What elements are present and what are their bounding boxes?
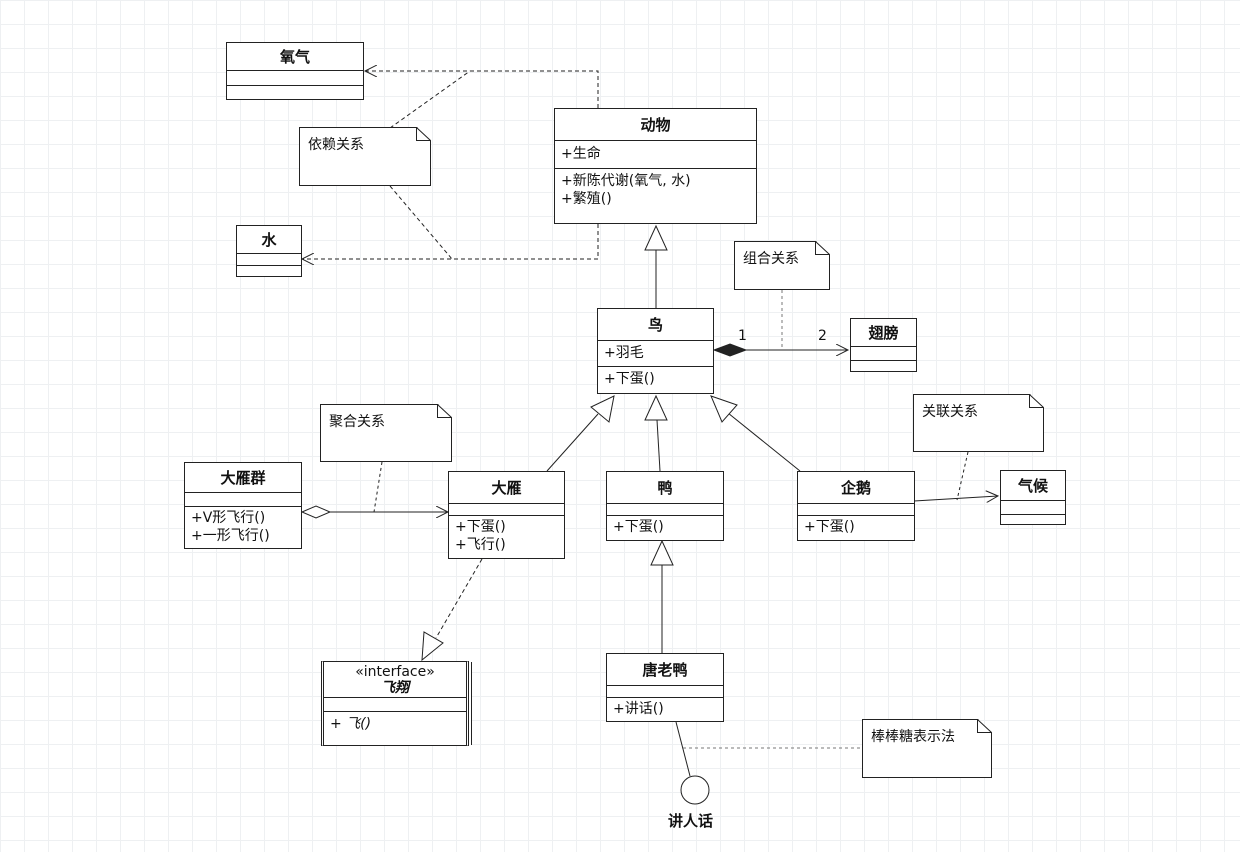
dependency-line-oxygen	[365, 71, 599, 108]
class-name: 动物	[555, 109, 756, 141]
class-name: 鸭	[607, 472, 723, 504]
aggregation-diamond	[300, 505, 332, 519]
generalization-arrowhead	[644, 224, 668, 251]
interface-name: 飞翔	[381, 679, 409, 696]
class-wing[interactable]: 翅膀	[850, 318, 917, 372]
class-name: 氧气	[227, 43, 363, 71]
generalization-goose-bird	[546, 413, 599, 472]
operations: +下蛋()	[613, 519, 664, 535]
class-name: 水	[237, 226, 301, 254]
class-animal[interactable]: 动物 +生命 +新陈代谢(氧气, 水) +繁殖()	[554, 108, 757, 224]
class-donald-duck[interactable]: 唐老鸭 +讲话()	[606, 653, 724, 722]
operations: + 飞()	[330, 716, 372, 732]
aggregation-note-anchor	[373, 461, 383, 513]
class-name: 鸟	[598, 309, 713, 341]
lollipop-stem	[675, 721, 691, 777]
attributes: +生命	[555, 141, 756, 169]
realization-line	[435, 558, 483, 639]
association-line	[913, 496, 998, 501]
class-duck[interactable]: 鸭 +下蛋()	[606, 471, 724, 541]
lollipop-interface-circle	[680, 775, 710, 805]
class-name: 大雁	[449, 472, 564, 504]
dependency-note-anchor-bottom	[389, 185, 453, 260]
class-name: 企鹅	[798, 472, 914, 504]
note-dependency: 依赖关系	[299, 127, 431, 186]
class-name: 气候	[1001, 471, 1065, 501]
interface-stereotype: «interface»	[355, 663, 435, 680]
class-water[interactable]: 水	[236, 225, 302, 277]
operations: +下蛋()	[804, 519, 855, 535]
multiplicity-wing: 2	[818, 328, 827, 344]
note-aggregation: 聚合关系	[320, 404, 452, 462]
operations: +讲话()	[613, 701, 664, 717]
class-penguin[interactable]: 企鹅 +下蛋()	[797, 471, 915, 541]
dependency-note-anchor-top	[389, 70, 471, 129]
class-name: 翅膀	[851, 319, 916, 347]
association-note-anchor	[956, 451, 969, 501]
operations: +下蛋()	[604, 371, 655, 387]
note-composition: 组合关系	[734, 241, 830, 290]
multiplicity-bird: 1	[738, 328, 747, 344]
note-lollipop: 棒棒糖表示法	[862, 719, 992, 778]
lollipop-interface-label: 讲人话	[668, 812, 714, 830]
operations: +新陈代谢(氧气, 水) +繁殖()	[561, 173, 691, 207]
class-name: 唐老鸭	[607, 654, 723, 686]
class-oxygen[interactable]: 氧气	[226, 42, 364, 100]
operations: +下蛋() +飞行()	[455, 519, 506, 553]
class-bird[interactable]: 鸟 +羽毛 +下蛋()	[597, 308, 714, 394]
generalization-penguin-bird	[727, 412, 801, 472]
realization-arrowhead	[421, 631, 444, 662]
operations: +V形飞行() +一形飞行()	[191, 510, 270, 544]
dependency-line-water	[302, 224, 599, 259]
class-climate[interactable]: 气候	[1000, 470, 1066, 525]
class-goose-flock[interactable]: 大雁群 +V形飞行() +一形飞行()	[184, 462, 302, 549]
note-association: 关联关系	[913, 394, 1044, 452]
interface-fly[interactable]: «interface» 飞翔 + 飞()	[321, 661, 469, 746]
composition-diamond	[712, 343, 748, 357]
attributes: +羽毛	[598, 341, 713, 367]
generalization-duck-bird	[656, 419, 661, 472]
interface-header: «interface» 飞翔	[324, 662, 466, 698]
class-name: 大雁群	[185, 463, 301, 493]
class-goose[interactable]: 大雁 +下蛋() +飞行()	[448, 471, 565, 559]
